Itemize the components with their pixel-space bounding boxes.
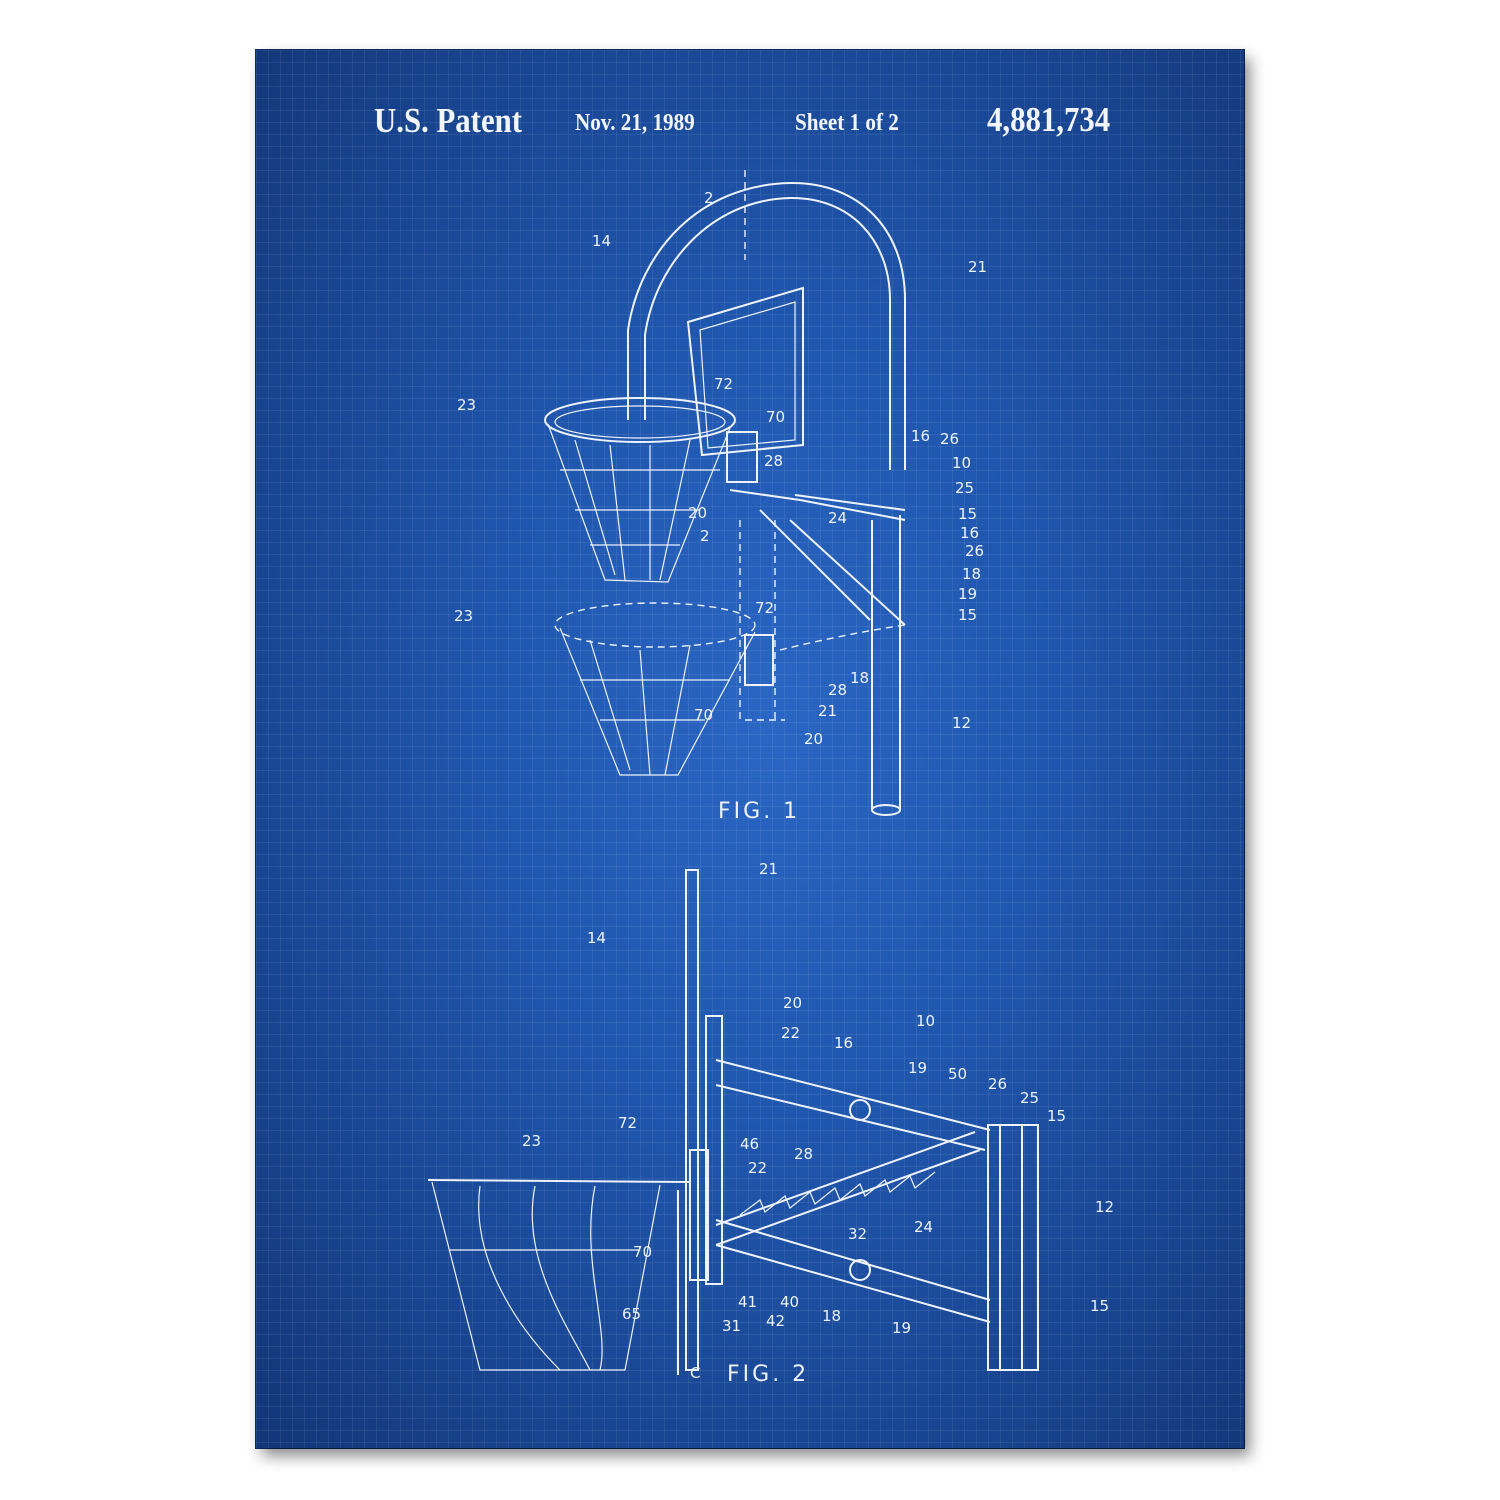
reference-numeral: 10 <box>916 1012 935 1030</box>
reference-numeral: 65 <box>622 1305 641 1323</box>
reference-numeral: 72 <box>755 599 774 617</box>
figure-2-labels: 21 14 20 22 10 16 19 50 26 25 15 72 23 46 22 28 12 70 32 24… <box>522 860 1114 1382</box>
figure-1-drawing <box>544 170 906 816</box>
reference-numeral: 16 <box>911 427 930 445</box>
reference-numeral: 70 <box>766 408 785 426</box>
reference-numeral: 21 <box>818 702 837 720</box>
reference-numeral: 15 <box>958 606 977 624</box>
reference-numeral: 10 <box>952 454 971 472</box>
reference-numeral: 26 <box>940 430 959 448</box>
reference-numeral: 72 <box>714 375 733 393</box>
figure-2-drawing <box>427 869 1039 1375</box>
reference-numeral: 19 <box>958 585 977 603</box>
reference-numeral: 14 <box>592 232 611 250</box>
reference-numeral: 50 <box>948 1065 967 1083</box>
reference-numeral: 18 <box>962 565 981 583</box>
reference-numeral: 28 <box>764 452 783 470</box>
reference-numeral: 15 <box>1090 1297 1109 1315</box>
reference-numeral: 20 <box>783 994 802 1012</box>
reference-numeral: 31 <box>722 1317 741 1335</box>
reference-numeral: 2 <box>704 189 714 207</box>
blueprint-grid <box>256 50 1244 1448</box>
reference-numeral: 24 <box>914 1218 933 1236</box>
reference-numeral: C <box>690 1364 700 1382</box>
reference-numeral: 32 <box>848 1225 867 1243</box>
reference-numeral: 72 <box>618 1114 637 1132</box>
reference-numeral: 12 <box>952 714 971 732</box>
reference-numeral: 21 <box>759 860 778 878</box>
reference-numeral: 21 <box>968 258 987 276</box>
figure-1-caption: FIG. 1 <box>718 799 800 824</box>
reference-numeral: 23 <box>522 1132 541 1150</box>
reference-numeral: 18 <box>850 669 869 687</box>
reference-numeral: 23 <box>457 396 476 414</box>
reference-numeral: 28 <box>794 1145 813 1163</box>
patent-date: Nov. 21, 1989 <box>575 110 695 136</box>
reference-numeral: 26 <box>965 542 984 560</box>
reference-numeral: 70 <box>633 1243 652 1261</box>
reference-numeral: 24 <box>828 509 847 527</box>
reference-numeral: 46 <box>740 1135 759 1153</box>
reference-numeral: 22 <box>748 1159 767 1177</box>
reference-numeral: 23 <box>454 607 473 625</box>
reference-numeral: 18 <box>822 1307 841 1325</box>
reference-numeral: 19 <box>908 1059 927 1077</box>
reference-numeral: 42 <box>766 1312 785 1330</box>
sheet-number: Sheet 1 of 2 <box>795 110 899 136</box>
patent-number: 4,881,734 <box>987 100 1111 139</box>
reference-numeral: 22 <box>781 1024 800 1042</box>
reference-numeral: 25 <box>1020 1089 1039 1107</box>
figure-2-caption: FIG. 2 <box>727 1362 809 1387</box>
reference-numeral: 15 <box>1047 1107 1066 1125</box>
reference-numeral: 14 <box>587 929 606 947</box>
reference-numeral: 20 <box>688 504 707 522</box>
reference-numeral: 19 <box>892 1319 911 1337</box>
reference-numeral: 26 <box>988 1075 1007 1093</box>
reference-numeral: 70 <box>694 706 713 724</box>
reference-numeral: 25 <box>955 479 974 497</box>
reference-numeral: 41 <box>738 1293 757 1311</box>
reference-numeral: 20 <box>804 730 823 748</box>
patent-canvas-print <box>256 50 1244 1448</box>
patent-title: U.S. Patent <box>374 101 523 140</box>
reference-numeral: 16 <box>960 524 979 542</box>
reference-numeral: 16 <box>834 1034 853 1052</box>
reference-numeral: 15 <box>958 505 977 523</box>
reference-numeral: 2 <box>700 527 710 545</box>
reference-numeral: 12 <box>1095 1198 1114 1216</box>
reference-numeral: 28 <box>828 681 847 699</box>
reference-numeral: 40 <box>780 1293 799 1311</box>
